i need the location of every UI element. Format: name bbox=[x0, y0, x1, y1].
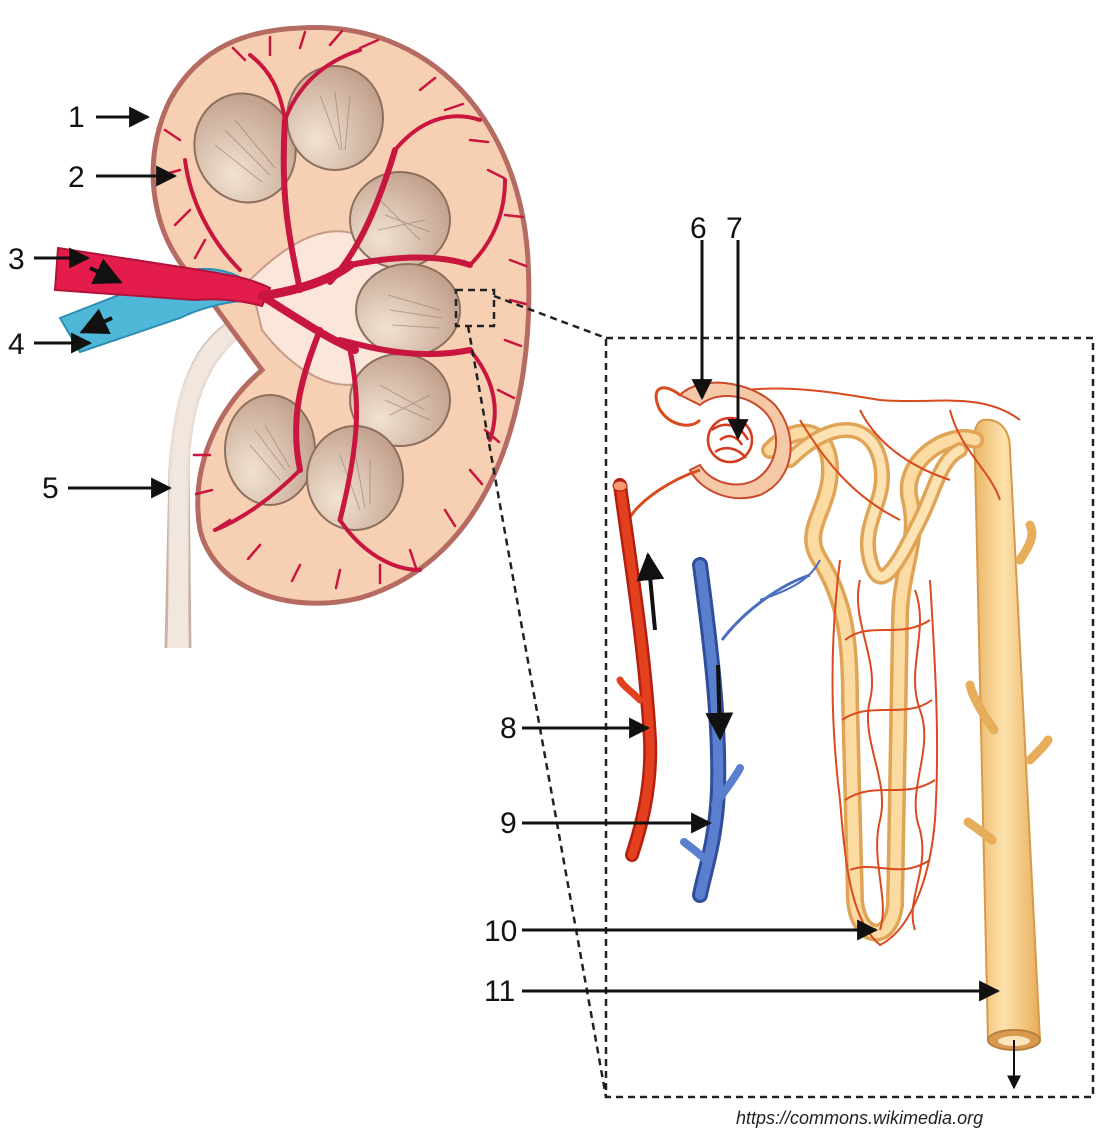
source-credit: https://commons.wikimedia.org bbox=[736, 1108, 983, 1128]
efferent-arteriole bbox=[628, 470, 700, 520]
flow-arrows bbox=[82, 268, 1014, 1088]
label-5: 5 bbox=[42, 472, 59, 505]
interlobular-vein bbox=[684, 560, 820, 895]
label-2: 2 bbox=[68, 161, 85, 194]
nephron bbox=[82, 268, 1048, 1088]
label-11: 11 bbox=[484, 975, 515, 1008]
label-4: 4 bbox=[8, 328, 25, 361]
label-6: 6 bbox=[690, 212, 707, 245]
glomerulus bbox=[708, 418, 752, 462]
interlobular-artery bbox=[613, 481, 650, 855]
label-1: 1 bbox=[68, 101, 85, 134]
label-8: 8 bbox=[500, 712, 517, 745]
label-10: 10 bbox=[484, 915, 517, 948]
label-7: 7 bbox=[726, 212, 743, 245]
kidney-section bbox=[55, 28, 529, 648]
label-9: 9 bbox=[500, 807, 517, 840]
label-3: 3 bbox=[8, 243, 25, 276]
collecting-duct bbox=[968, 420, 1048, 1050]
